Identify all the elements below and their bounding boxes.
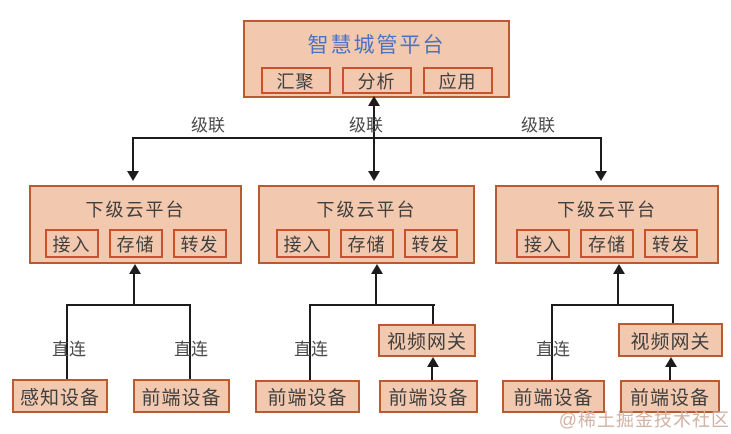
module-chip-storage: 存储 — [580, 229, 634, 258]
connector-line — [133, 274, 135, 306]
module-chip-storage: 存储 — [108, 229, 163, 258]
arrowhead-up-icon — [665, 357, 677, 367]
cascade-label-right: 级联 — [521, 116, 555, 135]
sub-platform-box-right: 下级云平台 接入 存储 转发 — [495, 185, 719, 264]
connector-line — [669, 367, 671, 381]
connector-line — [66, 304, 68, 379]
connector-line — [432, 304, 434, 325]
sub-platform-box-left: 下级云平台 接入 存储 转发 — [29, 185, 242, 264]
module-chip-forward: 转发 — [403, 229, 458, 258]
direct-link-label: 直连 — [174, 340, 208, 359]
connector-line — [132, 137, 134, 173]
top-platform-modules: 汇聚 分析 应用 — [260, 67, 493, 94]
device-box-frontend: 前端设备 — [620, 380, 720, 413]
device-box-frontend: 前端设备 — [379, 380, 478, 413]
connector-line — [189, 304, 191, 379]
connector-line — [66, 304, 191, 306]
device-box-frontend: 前端设备 — [255, 380, 360, 413]
sub-platform-modules: 接入 存储 转发 — [275, 229, 458, 258]
direct-link-label: 直连 — [52, 340, 86, 359]
sub-platform-title: 下级云平台 — [557, 200, 657, 220]
device-box-frontend: 前端设备 — [502, 380, 605, 413]
sub-platform-box-middle: 下级云平台 接入 存储 转发 — [258, 185, 475, 264]
connector-line — [309, 304, 311, 381]
module-chip-access: 接入 — [516, 229, 570, 258]
device-box-frontend: 前端设备 — [133, 379, 230, 413]
top-platform-box: 智慧城管平台 汇聚 分析 应用 — [243, 20, 510, 98]
module-chip-access: 接入 — [44, 229, 99, 258]
top-platform-title: 智慧城管平台 — [307, 34, 446, 57]
sub-platform-title: 下级云平台 — [316, 200, 417, 220]
sub-platform-modules: 接入 存储 转发 — [516, 229, 698, 258]
connector-line — [431, 367, 433, 381]
direct-link-label: 直连 — [536, 340, 570, 359]
module-chip-access: 接入 — [275, 229, 330, 258]
connector-line — [373, 106, 375, 173]
module-chip-forward: 转发 — [644, 229, 698, 258]
arrowhead-up-icon — [368, 96, 380, 106]
connector-line — [672, 304, 674, 323]
module-chip-analyze: 分析 — [341, 67, 412, 94]
module-chip-forward: 转发 — [172, 229, 227, 258]
connector-line — [551, 304, 553, 380]
connector-line — [551, 304, 674, 306]
module-chip-aggregate: 汇聚 — [260, 67, 331, 94]
arrowhead-down-icon — [595, 171, 607, 181]
cascade-label-center: 级联 — [349, 116, 383, 135]
video-gateway-box: 视频网关 — [618, 323, 723, 357]
connector-line — [600, 137, 602, 173]
module-chip-storage: 存储 — [339, 229, 394, 258]
arrowhead-up-icon — [613, 264, 625, 274]
arrowhead-up-icon — [427, 357, 439, 367]
watermark-credit: @稀土掘金技术社区 — [558, 410, 730, 430]
cascade-label-left: 级联 — [191, 116, 225, 135]
connector-line — [617, 274, 619, 306]
direct-link-label: 直连 — [294, 340, 328, 359]
arrowhead-up-icon — [129, 264, 141, 274]
arrowhead-down-icon — [127, 171, 139, 181]
arrowhead-up-icon — [371, 264, 383, 274]
connector-line — [309, 304, 435, 306]
device-box-sensing: 感知设备 — [12, 379, 108, 413]
sub-platform-modules: 接入 存储 转发 — [44, 229, 227, 258]
video-gateway-box: 视频网关 — [378, 324, 476, 357]
connector-line — [132, 137, 602, 139]
arrowhead-down-icon — [368, 171, 380, 181]
sub-platform-title: 下级云平台 — [85, 200, 186, 220]
connector-line — [375, 274, 377, 306]
module-chip-apply: 应用 — [422, 67, 493, 94]
